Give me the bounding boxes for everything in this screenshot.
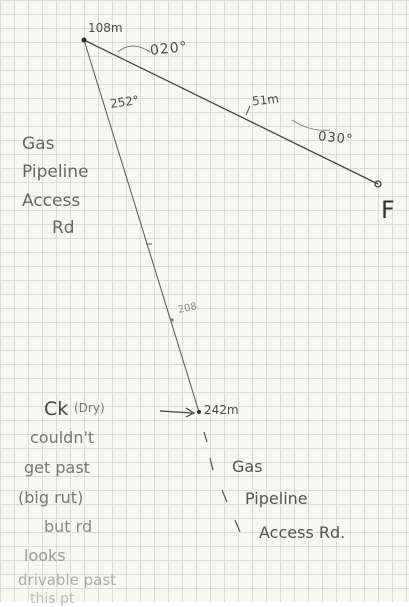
creek-dry-label: (Dry) [74,401,105,415]
creek-label: Ck [44,398,69,420]
bearing-020-label: 020° [149,39,189,59]
point-f-label: F [381,196,395,224]
left-note-line: Gas [22,134,55,154]
access-road-dash [209,457,214,471]
traverse-line-to-f [83,39,379,185]
left-note-line: Pipeline [22,162,89,182]
station-108-point [81,37,87,43]
station-242-point [197,410,201,414]
point-f-marker [374,180,382,188]
station-242-label: 242m [204,403,239,417]
bearing-030-label: 030° [317,129,355,148]
pointer-arrow [159,410,193,414]
access-road-dash [203,431,208,443]
right-note-line: Pipeline [245,489,308,508]
creek-note-line: couldn't [30,428,95,447]
right-note-line: Access Rd. [259,523,346,542]
pointer-arrowhead [185,407,196,418]
station-108-label: 108m [88,21,123,35]
traverse-line-to-242 [83,39,200,413]
line-tick [245,105,251,116]
creek-note-line: drivable past [18,571,117,589]
access-road-dash [221,489,228,503]
mid-mark-point [170,318,174,322]
creek-note-line: this pt [30,591,75,607]
bearing-252-label: 252° [109,93,140,111]
left-note-line: Rd [52,218,75,238]
left-note-line: Access [22,191,81,211]
creek-note-line: (big rut) [18,488,84,507]
creek-note-line: looks [24,546,66,565]
bearing-020-arc [117,45,151,53]
bearing-030-arc [291,119,331,131]
right-note-line: Gas [232,457,263,476]
creek-note-line: get past [24,458,90,477]
creek-note-line: but rd [44,517,93,536]
access-road-dash [234,519,241,533]
distance-51-label: 51m [251,91,280,109]
